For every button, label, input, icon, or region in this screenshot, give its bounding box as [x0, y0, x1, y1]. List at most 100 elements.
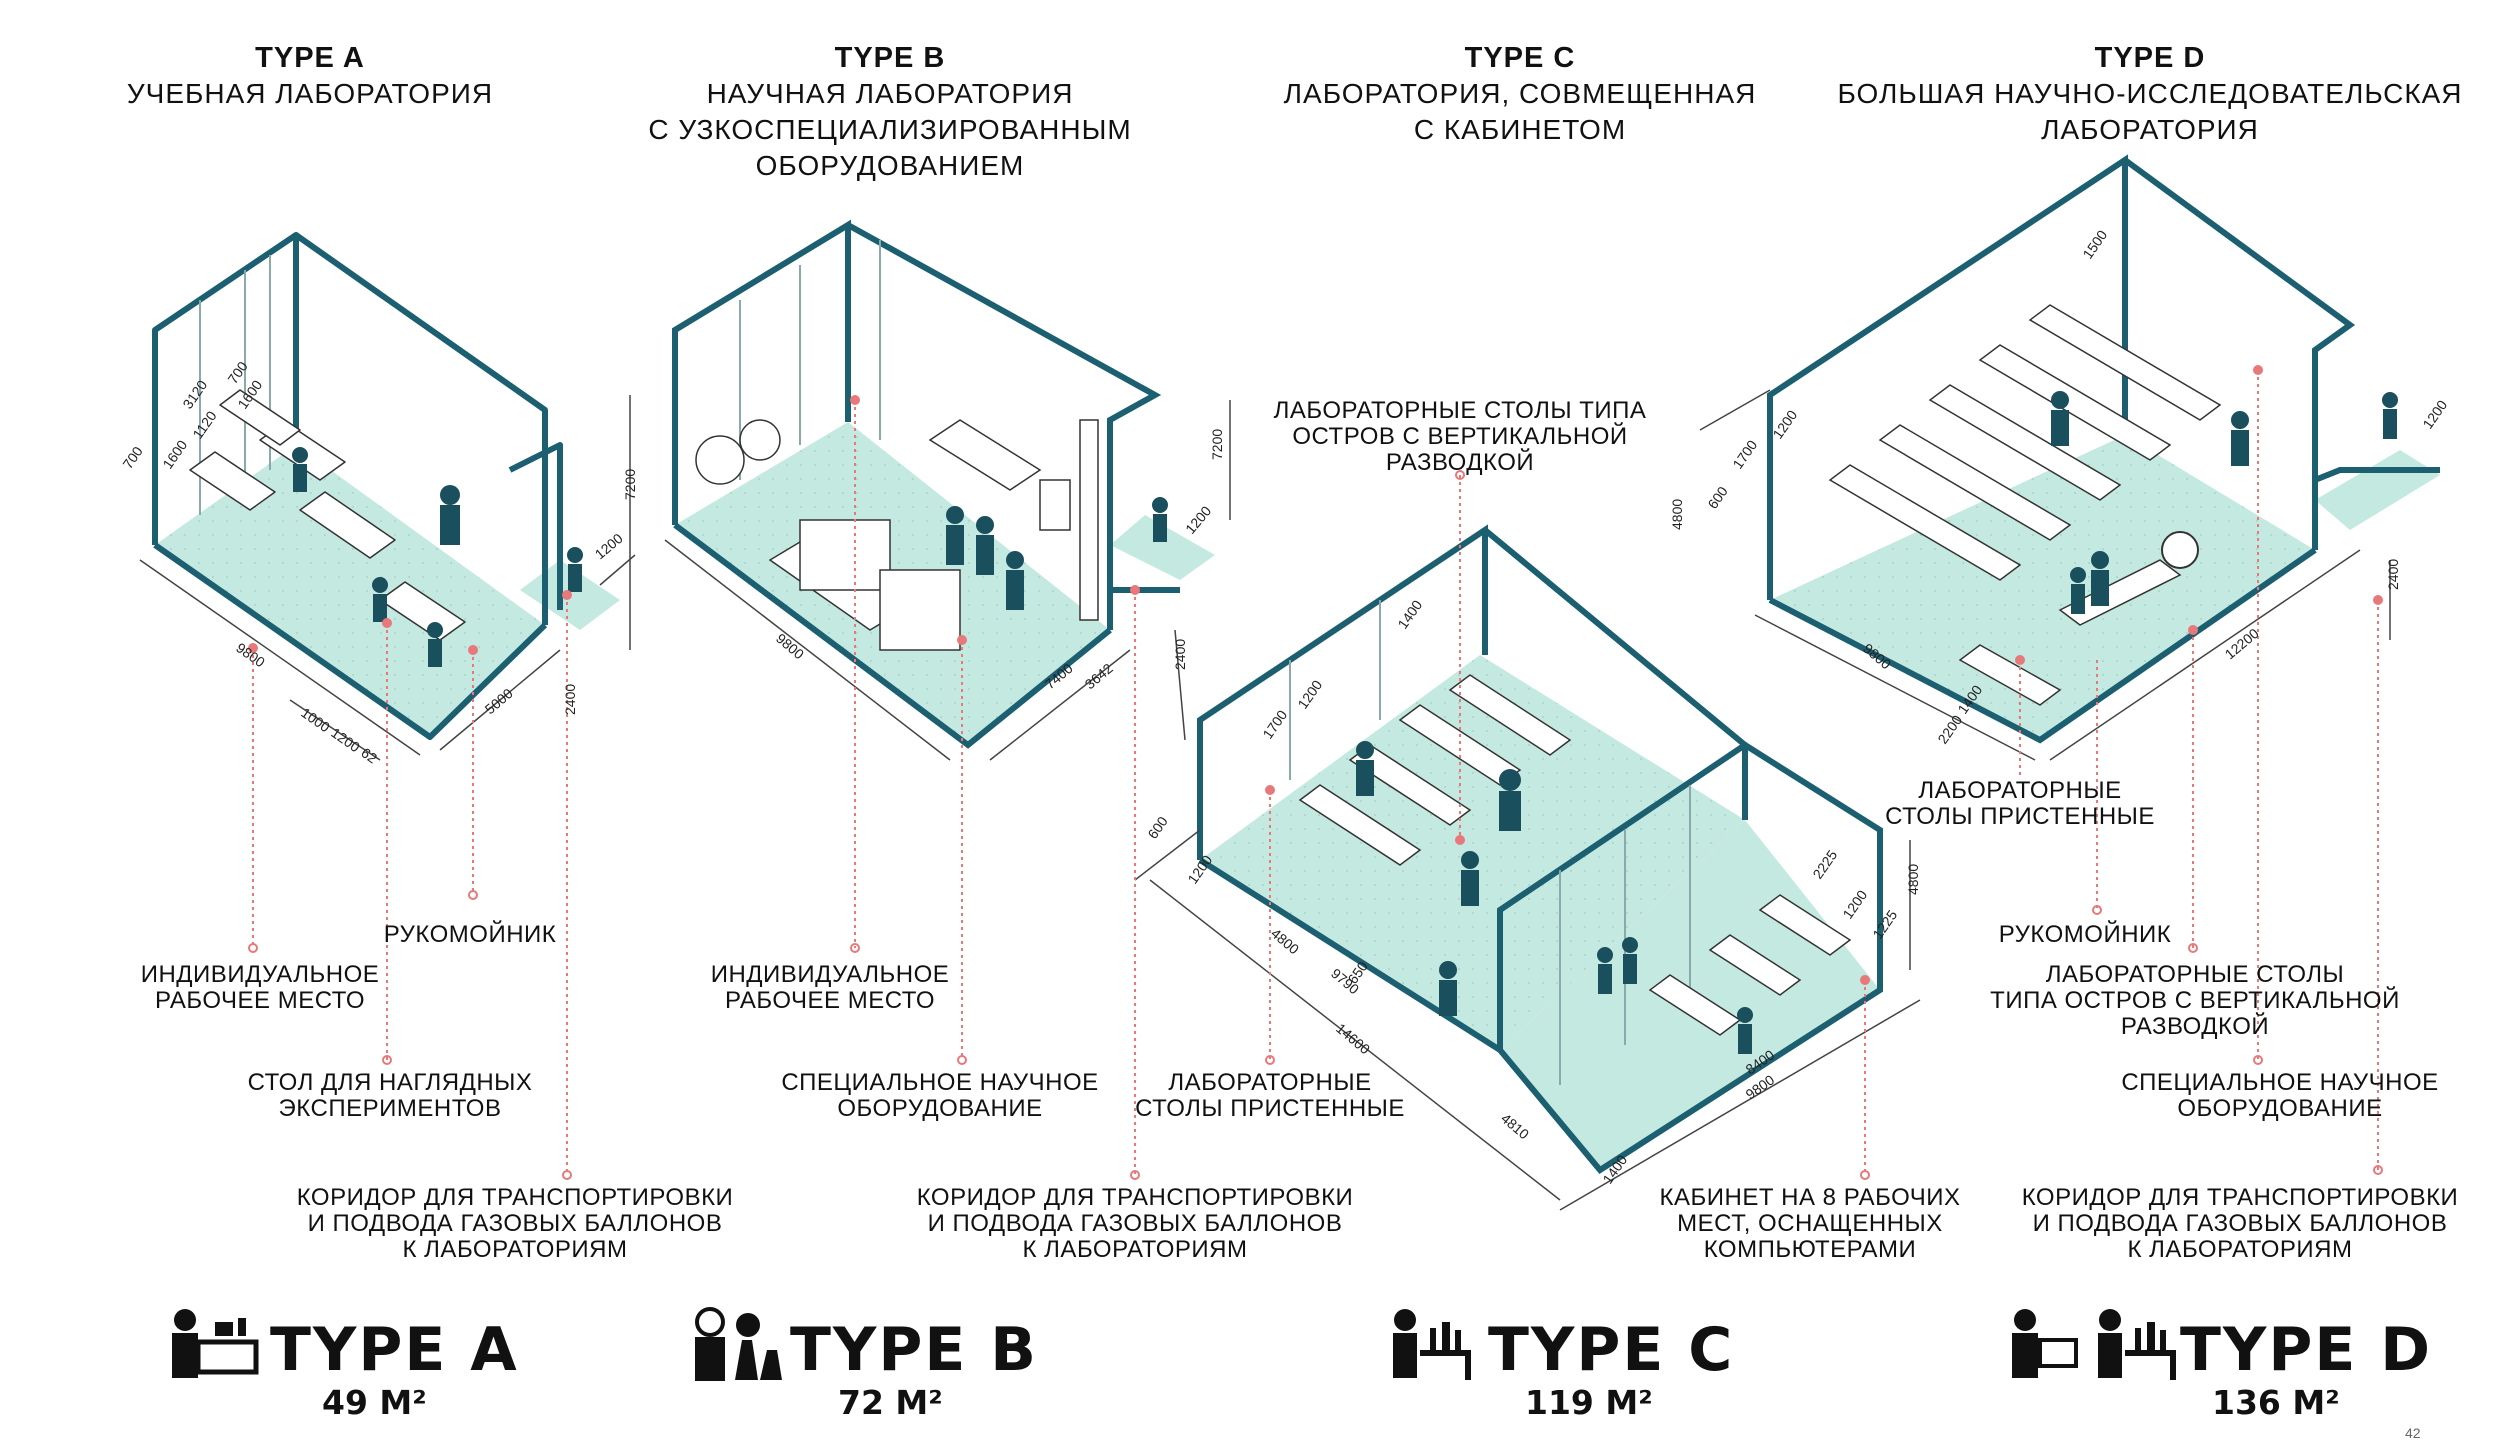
a-demo-table-line-2: ЭКСПЕРИМЕНТОВ	[278, 1095, 502, 1122]
dim-a-3: 2400	[562, 684, 578, 715]
c-island-line-2: ОСТРОВ С ВЕРТИКАЛЬНОЙ	[1292, 423, 1628, 450]
d-island-line-2: ТИПА ОСТРОВ С ВЕРТИКАЛЬНОЙ	[1990, 987, 2400, 1014]
type-a-area: 49 M²	[322, 1383, 427, 1422]
b-equipment-line-2: ОБОРУДОВАНИЕ	[837, 1095, 1043, 1122]
type-d-title-line-1: БОЛЬШАЯ НАУЧНО-ИССЛЕДОВАТЕЛЬСКАЯ	[1837, 78, 2463, 109]
type-d-heading: TYPE D БОЛЬШАЯ НАУЧНО-ИССЛЕДОВАТЕЛЬСКАЯ …	[1820, 40, 2480, 148]
b-workplace-line-1: ИНДИВИДУАЛЬНОЕ	[710, 961, 950, 988]
dim-d-8: 1700	[1729, 437, 1760, 472]
dimension-labels: 9800 5000 7200 2400 1200 1000 1600 1120 …	[119, 227, 2450, 1187]
type-c-title-line-1: ЛАБОРАТОРИЯ, СОВМЕЩЕННАЯ	[1283, 78, 1757, 109]
d-corridor-label: КОРИДОР ДЛЯ ТРАНСПОРТИРОВКИ И ПОДВОДА ГА…	[2010, 1185, 2470, 1263]
c-island-line-3: РАЗВОДКОЙ	[1385, 449, 1535, 476]
dim-a-4: 1200	[592, 530, 626, 562]
a-sink-label: РУКОМОЙНИК	[370, 922, 570, 948]
c-island-line-1: ЛАБОРАТОРНЫЕ СТОЛЫ ТИПА	[1273, 397, 1647, 424]
dim-a-6: 1600	[159, 437, 190, 472]
dim-d-2: 4800	[1669, 499, 1685, 530]
type-d-label: TYPE D	[2094, 42, 2206, 74]
c-cabinet-label: КАБИНЕТ НА 8 РАБОЧИХ МЕСТ, ОСНАЩЕННЫХ КО…	[1645, 1185, 1975, 1263]
dim-a-9: 700	[119, 443, 146, 471]
leader-start-dots	[248, 365, 2383, 985]
type-c-isometric	[1134, 524, 1921, 1211]
d-sink-label: РУКОМОЙНИК	[1970, 922, 2200, 948]
d-island-line-3: РАЗВОДКОЙ	[2120, 1013, 2270, 1040]
c-cabinet-line-3: КОМПЬЮТЕРАМИ	[1703, 1236, 1917, 1263]
d-sink-line-1: РУКОМОЙНИК	[1998, 921, 2172, 948]
a-workplace-line-1: ИНДИВИДУАЛЬНОЕ	[140, 961, 380, 988]
dim-a-1: 5000	[482, 685, 516, 717]
type-a-big-label: TYPE A	[270, 1315, 519, 1385]
dim-c-11: 1200	[1294, 677, 1325, 712]
b-equipment-label: СПЕЦИАЛЬНОЕ НАУЧНОЕ ОБОРУДОВАНИЕ	[770, 1070, 1110, 1122]
dim-a-12: 1200	[328, 724, 363, 755]
c-wall-line-2: СТОЛЫ ПРИСТЕННЫЕ	[1135, 1095, 1405, 1122]
dim-a-8: 3120	[179, 377, 210, 412]
d-corridor-line-3: К ЛАБОРАТОРИЯМ	[2127, 1236, 2353, 1263]
type-b-title-line-3: ОБОРУДОВАНИЕМ	[755, 150, 1025, 181]
a-workplace-line-2: РАБОЧЕЕ МЕСТО	[155, 987, 365, 1014]
type-c-big-label: TYPE C	[1488, 1315, 1735, 1385]
dim-c-0: 14600	[1333, 1020, 1373, 1057]
a-sink-line-1: РУКОМОЙНИК	[383, 921, 557, 948]
d-wall-line-2: СТОЛЫ ПРИСТЕННЫЕ	[1885, 803, 2155, 830]
dim-c-2: 4800	[1268, 925, 1302, 957]
dim-d-9: 1200	[1769, 407, 1800, 442]
type-d-pictogram	[2012, 1309, 2176, 1380]
dim-d-3: 2400	[2385, 559, 2401, 590]
b-corridor-label: КОРИДОР ДЛЯ ТРАНСПОРТИРОВКИ И ПОДВОДА ГА…	[915, 1185, 1355, 1263]
dim-c-16: 1200	[1839, 887, 1870, 922]
b-corridor-line-2: И ПОДВОДА ГАЗОВЫХ БАЛЛОНОВ	[927, 1210, 1343, 1237]
c-cabinet-line-1: КАБИНЕТ НА 8 РАБОЧИХ	[1659, 1184, 1961, 1211]
d-corridor-line-2: И ПОДВОДА ГАЗОВЫХ БАЛЛОНОВ	[2032, 1210, 2448, 1237]
d-island-line-1: ЛАБОРАТОРНЫЕ СТОЛЫ	[2045, 961, 2345, 988]
c-wall-line-1: ЛАБОРАТОРНЫЕ	[1168, 1069, 1372, 1096]
dim-c-7: 600	[1144, 813, 1171, 841]
b-corridor-line-1: КОРИДОР ДЛЯ ТРАНСПОРТИРОВКИ	[916, 1184, 1354, 1211]
d-wall-line-1: ЛАБОРАТОРНЫЕ	[1918, 777, 2122, 804]
dim-a-2: 7200	[622, 469, 638, 500]
d-island-label: ЛАБОРАТОРНЫЕ СТОЛЫ ТИПА ОСТРОВ С ВЕРТИКА…	[1960, 962, 2430, 1040]
d-equipment-label: СПЕЦИАЛЬНОЕ НАУЧНОЕ ОБОРУДОВАНИЕ	[2110, 1070, 2450, 1122]
type-c-pictogram	[1393, 1309, 1471, 1380]
d-corridor-line-1: КОРИДОР ДЛЯ ТРАНСПОРТИРОВКИ	[2021, 1184, 2459, 1211]
dim-b-4: 2400	[1172, 639, 1188, 670]
a-corridor-line-3: К ЛАБОРАТОРИЯМ	[402, 1236, 628, 1263]
leader-endpoints	[248, 470, 2383, 1180]
dim-a-11: 700	[224, 358, 251, 386]
dim-d-10: 1500	[2079, 227, 2110, 262]
type-b-area: 72 M²	[838, 1383, 943, 1422]
c-island-label: ЛАБОРАТОРНЫЕ СТОЛЫ ТИПА ОСТРОВ С ВЕРТИКА…	[1270, 398, 1650, 476]
d-equipment-line-1: СПЕЦИАЛЬНОЕ НАУЧНОЕ	[2121, 1069, 2439, 1096]
type-c-title-line-2: С КАБИНЕТОМ	[1413, 114, 1627, 145]
type-d-title-line-2: ЛАБОРАТОРИЯ	[2041, 114, 2259, 145]
b-workplace-line-2: РАБОЧЕЕ МЕСТО	[725, 987, 935, 1014]
type-d-isometric	[1699, 154, 2440, 761]
dim-d-7: 600	[1704, 483, 1731, 511]
dim-b-3: 7200	[1209, 429, 1225, 460]
type-b-title-line-1: НАУЧНАЯ ЛАБОРАТОРИЯ	[706, 78, 1074, 109]
dim-c-14: 1225	[1869, 907, 1900, 942]
type-d-big-label: TYPE D	[2180, 1315, 2433, 1385]
dim-d-4: 1200	[2419, 397, 2450, 432]
type-c-area: 119 M²	[1525, 1383, 1653, 1422]
type-c-heading: TYPE C ЛАБОРАТОРИЯ, СОВМЕЩЕННАЯ С КАБИНЕ…	[1260, 40, 1780, 148]
dim-c-3: 4810	[1498, 1110, 1532, 1142]
b-workplace-label: ИНДИВИДУАЛЬНОЕ РАБОЧЕЕ МЕСТО	[690, 962, 970, 1014]
leader-lines	[252, 370, 2379, 1175]
type-a-heading: TYPE A УЧЕБНАЯ ЛАБОРАТОРИЯ	[110, 40, 510, 112]
dim-a-0: 9800	[233, 639, 268, 670]
d-wall-tables-label: ЛАБОРАТОРНЫЕ СТОЛЫ ПРИСТЕННЫЕ	[1860, 778, 2180, 830]
type-a-pictogram	[172, 1309, 259, 1378]
dim-c-10: 1700	[1259, 707, 1290, 742]
type-b-pictogram	[695, 1307, 782, 1381]
dim-c-12: 1400	[1394, 597, 1425, 632]
dim-b-5: 1200	[1182, 503, 1214, 537]
d-equipment-line-2: ОБОРУДОВАНИЕ	[2177, 1095, 2383, 1122]
type-c-label: TYPE C	[1464, 42, 1576, 74]
type-a-label: TYPE A	[255, 42, 365, 74]
b-equipment-line-1: СПЕЦИАЛЬНОЕ НАУЧНОЕ	[781, 1069, 1099, 1096]
a-corridor-line-1: КОРИДОР ДЛЯ ТРАНСПОРТИРОВКИ	[296, 1184, 734, 1211]
type-b-big-label: TYPE B	[790, 1315, 1038, 1385]
